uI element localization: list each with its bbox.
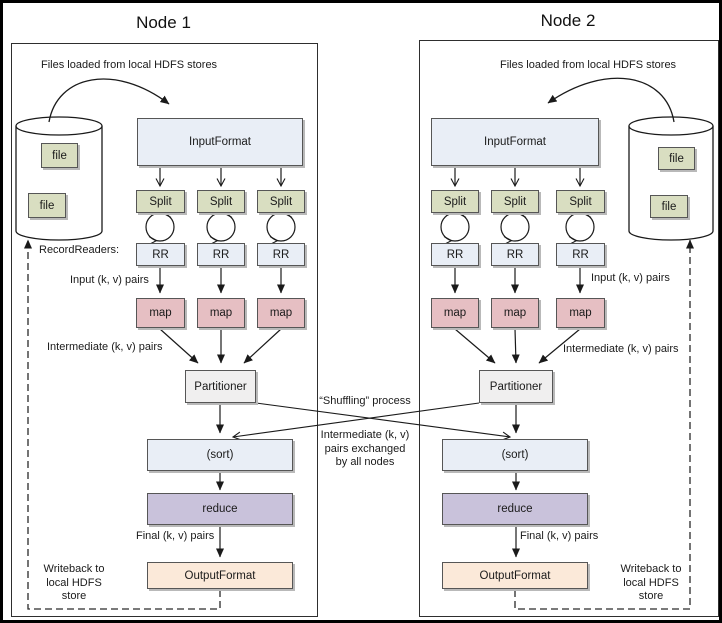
node1-split-box: Split xyxy=(257,190,305,213)
node1-flow-arrows xyxy=(155,167,286,558)
record-reader-loop-icon xyxy=(500,208,530,246)
node2-writeback-label: Writeback to local HDFS store xyxy=(616,563,686,604)
record-reader-loop-icon xyxy=(440,208,470,246)
shuffling-process-label: “Shuffling” process xyxy=(319,395,411,407)
record-reader-loop-icon xyxy=(266,208,296,246)
node1-partitioner-box: Partitioner xyxy=(185,370,256,403)
node1-recordreader-box: RR xyxy=(136,243,185,266)
node2-writeback-line: local HDFS xyxy=(623,576,679,589)
node2-intermediate-pairs-label: Intermediate (k, v) pairs xyxy=(563,343,679,355)
node2-writeback-line: Writeback to xyxy=(620,563,682,575)
node2-map-box: map xyxy=(556,298,605,328)
node1-split-box: Split xyxy=(136,190,185,213)
node2-file-box: file xyxy=(658,147,695,170)
node1-map-box: map xyxy=(197,298,245,328)
connector-layer xyxy=(15,77,714,610)
exchange-line: Intermediate (k, v) xyxy=(320,429,410,441)
node1-intermediate-pairs-label: Intermediate (k, v) pairs xyxy=(47,341,163,353)
node2-recordreader-box: RR xyxy=(556,243,605,266)
exchange-line: by all nodes xyxy=(335,456,395,468)
node2-sort-box: (sort) xyxy=(442,439,588,471)
node2-flow-arrows xyxy=(450,167,585,558)
node2-inputformat-box: InputFormat xyxy=(431,118,599,166)
hdfs-cylinder-node2 xyxy=(628,116,714,241)
node1-files-loaded-label: Files loaded from local HDFS stores xyxy=(41,59,218,71)
node1-inputformat-box: InputFormat xyxy=(137,118,303,166)
shuffle-cross-arrows xyxy=(231,402,512,441)
node1-recordreader-box: RR xyxy=(197,243,245,266)
node2-split-box: Split xyxy=(556,190,605,213)
node2-split-box: Split xyxy=(431,190,479,213)
node1-recordreader-box: RR xyxy=(257,243,305,266)
exchange-label: Intermediate (k, v) pairs exchanged by a… xyxy=(309,429,421,470)
node2-file-box: file xyxy=(650,195,688,218)
node1-writeback-line: local HDFS xyxy=(46,576,102,589)
node1-title: Node 1 xyxy=(136,13,191,32)
node1-writeback-line: store xyxy=(61,590,87,602)
node1-split-box: Split xyxy=(197,190,245,213)
node1-load-arrow xyxy=(48,78,170,123)
node1-file-box: file xyxy=(28,193,66,218)
node1-writeback-label: Writeback to local HDFS store xyxy=(39,563,109,604)
node2-load-arrow xyxy=(547,77,675,123)
record-reader-loop-icon xyxy=(145,208,175,246)
node2-map-box: map xyxy=(431,298,479,328)
node1-map-box: map xyxy=(136,298,185,328)
exchange-line: pairs exchanged xyxy=(324,442,406,455)
node2-title: Node 2 xyxy=(540,11,596,30)
node2-files-loaded-label: Files loaded from local HDFS stores xyxy=(500,59,677,71)
node2-recordreader-box: RR xyxy=(491,243,539,266)
node1-writeback-path xyxy=(24,239,221,610)
node2-input-pairs-label: Input (k, v) pairs xyxy=(591,272,670,284)
node2-recordreader-box: RR xyxy=(431,243,479,266)
node2-reduce-box: reduce xyxy=(442,493,588,525)
node1-file-box: file xyxy=(41,143,78,168)
node1-outputformat-box: OutputFormat xyxy=(147,562,293,589)
node1-final-pairs-label: Final (k, v) pairs xyxy=(136,530,215,542)
node1-map-box: map xyxy=(257,298,305,328)
node2-split-box: Split xyxy=(491,190,539,213)
node1-reduce-box: reduce xyxy=(147,493,293,525)
node1-writeback-line: Writeback to xyxy=(43,563,105,575)
record-reader-loop-icon xyxy=(565,208,595,246)
node2-frame xyxy=(419,40,719,617)
node1-input-pairs-label: Input (k, v) pairs xyxy=(70,274,149,286)
node2-outputformat-box: OutputFormat xyxy=(442,562,588,589)
node2-writeback-path xyxy=(514,239,694,610)
node1-frame xyxy=(11,43,318,617)
node2-partitioner-box: Partitioner xyxy=(479,370,553,403)
node2-writeback-line: store xyxy=(638,590,664,602)
node1-sort-box: (sort) xyxy=(147,439,293,471)
node1-recordreaders-label: RecordReaders: xyxy=(39,244,120,256)
node2-map-box: map xyxy=(491,298,539,328)
node2-final-pairs-label: Final (k, v) pairs xyxy=(520,530,599,542)
hdfs-cylinder-node1 xyxy=(15,116,103,241)
record-reader-loop-icon xyxy=(206,208,236,246)
